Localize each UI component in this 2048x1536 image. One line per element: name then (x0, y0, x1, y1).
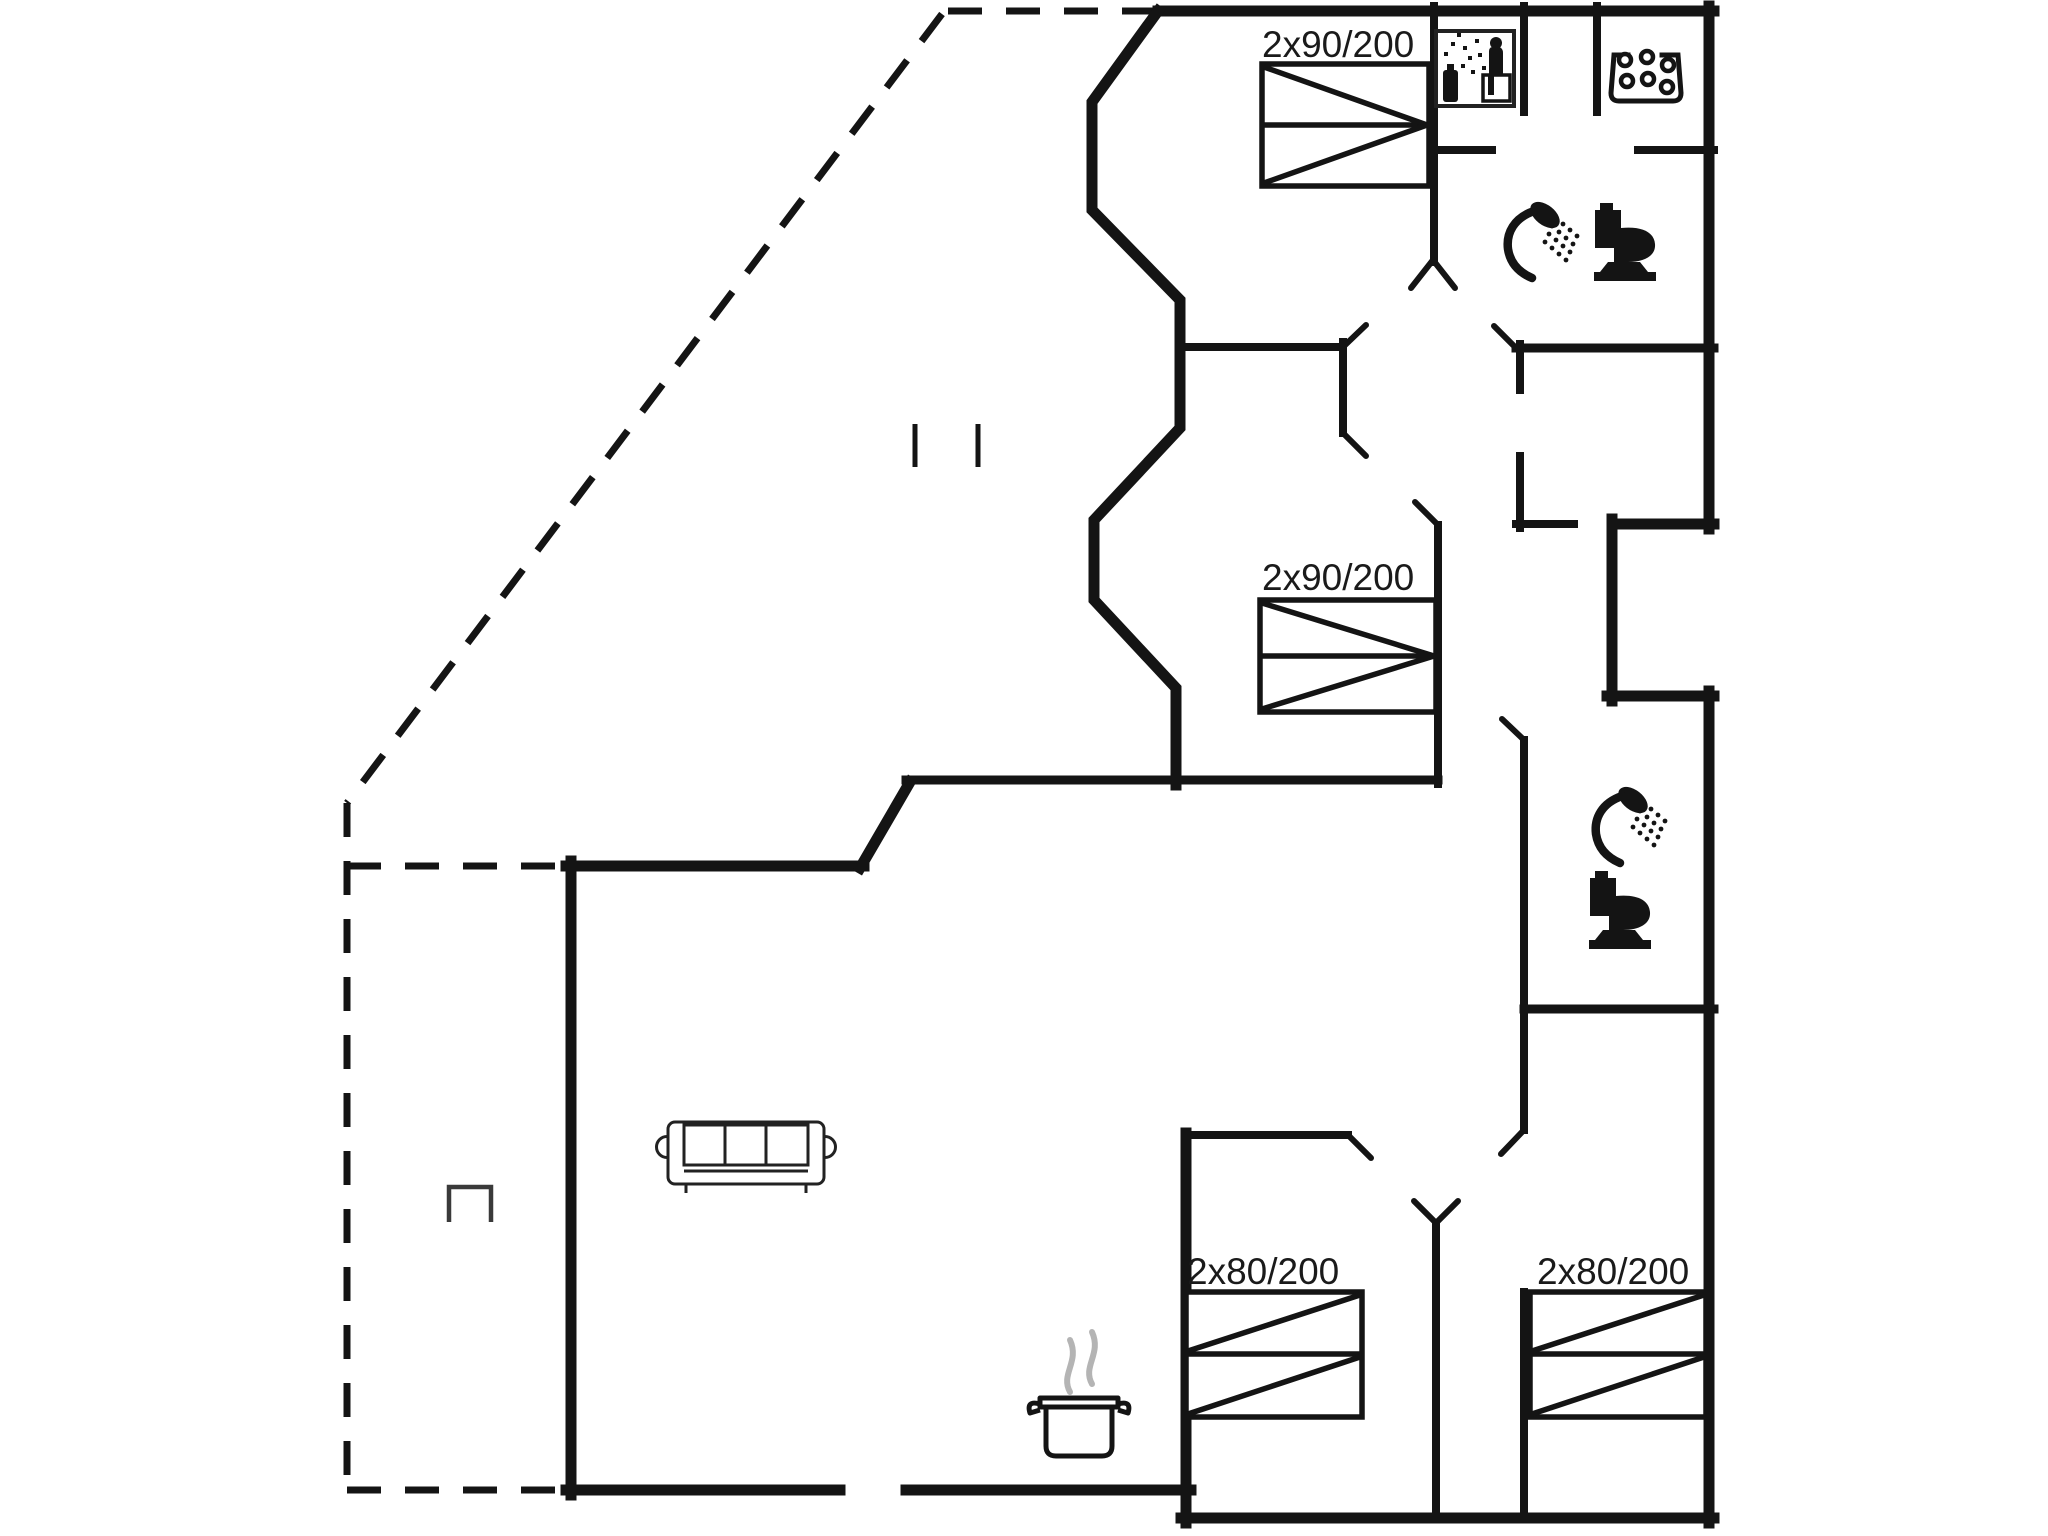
bed-middle: 2x90/200 (1257, 557, 1439, 715)
toilet-icon (1594, 203, 1656, 281)
sofa-icon (655, 1120, 837, 1193)
shower-icon (1596, 782, 1668, 863)
bed-top: 2x90/200 (1259, 24, 1432, 189)
steam-icon (1064, 1329, 1098, 1395)
toilet-icon (1589, 871, 1651, 949)
bed-size-label: 2x90/200 (1262, 557, 1414, 598)
bed-size-label: 2x80/200 (1537, 1251, 1689, 1292)
bed-bottom-right: 2x80/200 (1527, 1251, 1709, 1420)
bed-size-label: 2x90/200 (1262, 24, 1414, 65)
outer-walls (560, 0, 1720, 1529)
sauna-steam-dots (1444, 33, 1486, 74)
interior-walls (1176, 2, 1719, 1522)
cooking-pot-icon (1026, 1329, 1132, 1459)
terrace-marker-icon (446, 1184, 494, 1222)
bed-bottom-left: 2x80/200 (1183, 1251, 1365, 1420)
shower-icon (1508, 197, 1580, 278)
dashed-boundary (343, 7, 1153, 1494)
bed-size-label: 2x80/200 (1187, 1251, 1339, 1292)
whirlpool-icon (1608, 48, 1684, 104)
roof-post-icon (912, 424, 981, 467)
door-swing-icon (1340, 257, 1527, 1226)
sauna-icon (1434, 29, 1516, 108)
